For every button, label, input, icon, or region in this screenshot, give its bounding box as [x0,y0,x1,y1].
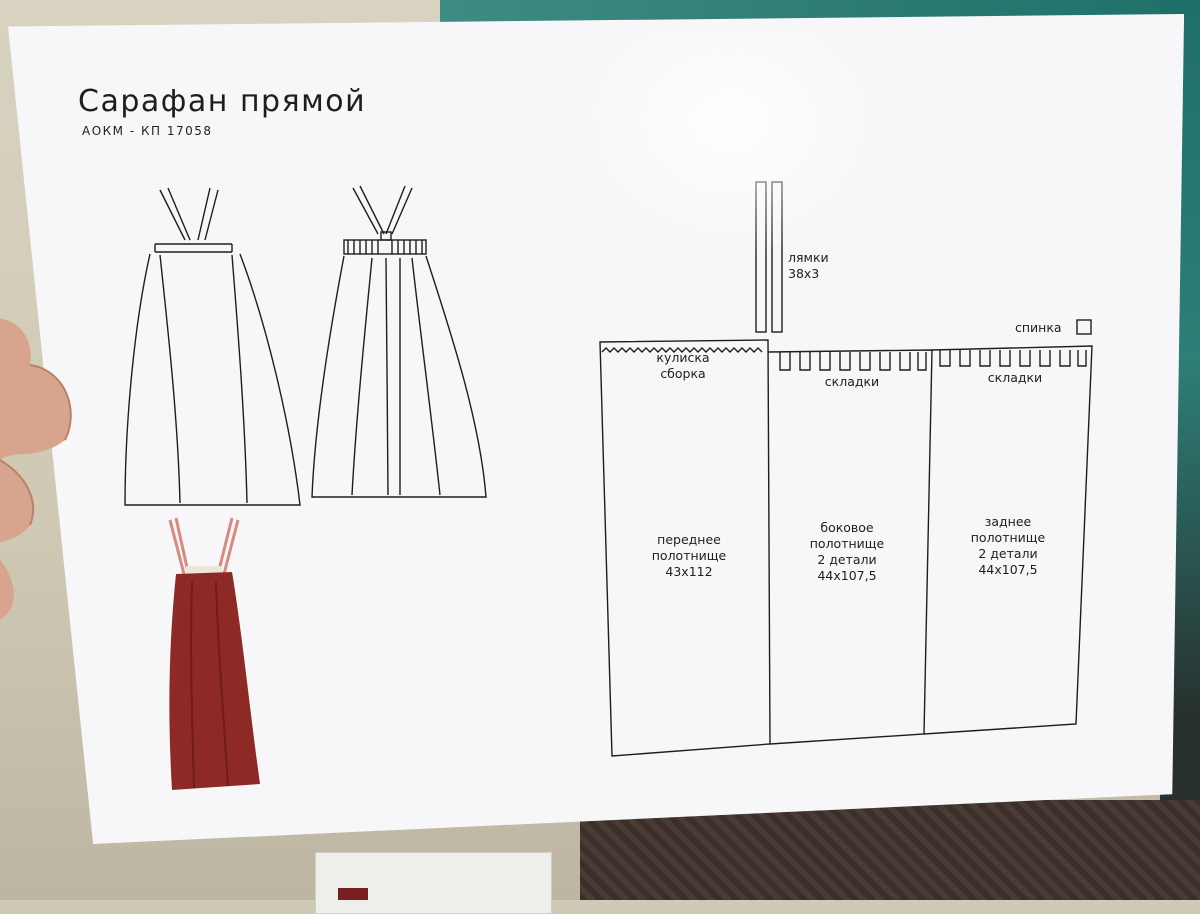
straps-size: 38х3 [788,266,820,281]
front-panel-name-1: переднее [657,532,721,547]
sarafan-front-sketch [124,187,301,506]
side-panel-outline [767,349,933,745]
background-card-swatch [338,888,368,900]
back-marker-label: спинка [1015,320,1062,335]
side-panel-name-2: полотнище [809,536,885,551]
back-panel-name-2: полотнище [970,530,1046,545]
front-note-line-1: кулиска [656,350,710,365]
side-panel-top-note: складки [824,374,880,389]
front-panel-top-note: кулиска сборка [648,350,718,382]
front-panel-label: переднее полотнище 43х112 [644,532,734,580]
sheet-title: Сарафан прямой [78,84,367,119]
back-panel-top-note: складки [987,370,1043,385]
front-panel-name-2: полотнище [651,548,727,563]
sarafan-photo [168,517,260,790]
back-panel-name-1: заднее [984,514,1032,529]
sheet-catalog-code: АОКМ - КП 17058 [82,124,213,138]
back-pleats [939,350,1087,367]
back-panel-count: 2 детали [978,546,1038,561]
side-panel-size: 44х107,5 [817,568,877,583]
side-pleats [779,352,927,371]
side-panel-label: боковое полотнище 2 детали 44х107,5 [797,520,897,584]
back-marker-square [1076,319,1092,335]
straps-label: лямки 38х3 [788,250,829,282]
front-panel-size: 43х112 [665,564,713,579]
back-panel-label: заднее полотнище 2 детали 44х107,5 [958,514,1058,578]
side-panel-name-1: боковое [820,520,874,535]
side-panel-count: 2 детали [817,552,877,567]
sarafan-back-sketch [311,185,487,498]
front-note-line-2: сборка [660,366,706,381]
back-panel-size: 44х107,5 [978,562,1038,577]
straps-name: лямки [788,250,829,265]
straps-pattern [755,181,783,333]
gathering-zigzag [601,347,763,353]
hand [0,318,72,621]
back-panel-outline [923,345,1093,735]
